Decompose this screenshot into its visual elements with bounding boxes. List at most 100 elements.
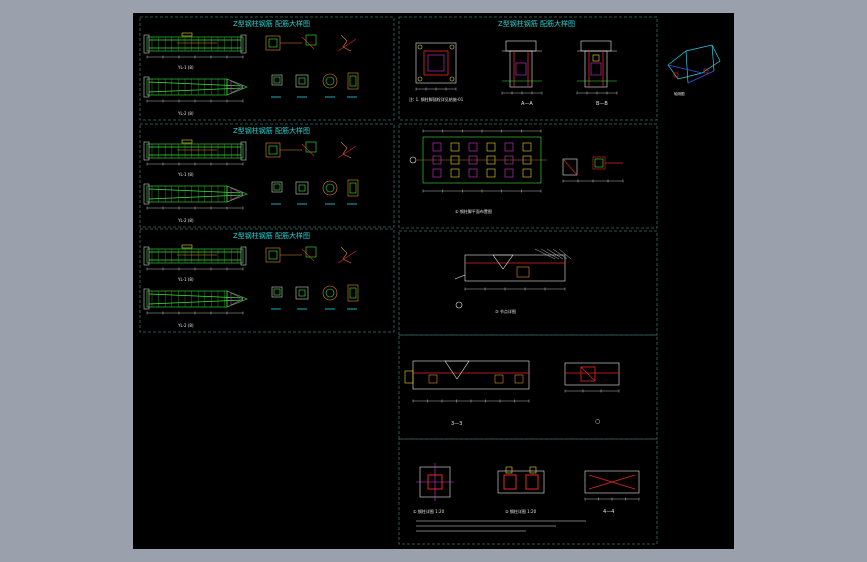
- cad-stroke: [534, 248, 556, 260]
- cad-stroke: [562, 158, 578, 176]
- cad-stroke: [404, 370, 414, 384]
- cad-stroke: [143, 76, 150, 98]
- cad-stroke: [347, 284, 359, 302]
- cad-stroke: [181, 244, 193, 249]
- section-a-label: A—A: [521, 101, 533, 107]
- cad-stroke: [148, 81, 244, 87]
- cad-stroke: [444, 360, 470, 380]
- cad-stroke: [504, 168, 514, 178]
- cad-stroke: [349, 182, 357, 194]
- cad-stroke: [667, 64, 703, 74]
- cad-stroke: [226, 185, 248, 203]
- cad-stroke: [273, 288, 281, 296]
- section-4-note-left: ① 钢柱详图 1:20: [413, 508, 445, 514]
- cad-stroke: [562, 158, 578, 176]
- beam-panel-1: Z型钢柱钢筋 配筋大样图 YL-1 (8) YL-2 (8): [139, 16, 395, 121]
- section-3-circle: ○: [595, 418, 600, 425]
- cad-stroke: [450, 168, 460, 178]
- beam-1-elevation-label: YL-1 (8): [177, 65, 194, 70]
- cad-stroke: [322, 73, 338, 89]
- cad-stroke: [580, 366, 596, 382]
- cad-stroke: [146, 143, 244, 159]
- cad-stroke: [268, 38, 278, 48]
- cad-stroke: [417, 76, 423, 82]
- section-b-label: B—B: [596, 101, 608, 107]
- cad-stroke: [301, 248, 315, 262]
- cad-stroke: [580, 40, 612, 52]
- cad-stroke: [143, 34, 150, 54]
- cad-stroke: [240, 141, 247, 161]
- detail-3-panel: ③ 节点详图: [398, 230, 658, 336]
- cad-stroke: [409, 156, 417, 164]
- cad-stroke: [340, 34, 352, 52]
- cad-stroke: [590, 62, 602, 76]
- cad-stroke: [546, 248, 564, 260]
- cad-stroke: [468, 142, 478, 152]
- cad-stroke: [337, 38, 357, 52]
- cad-stroke: [515, 62, 527, 76]
- cad-stroke: [143, 288, 150, 310]
- cad-stroke: [455, 301, 463, 309]
- cad-stroke: [432, 142, 442, 152]
- cad-stroke: [592, 54, 600, 62]
- cad-stroke: [268, 145, 278, 155]
- cad-stroke: [450, 142, 460, 152]
- cad-stroke: [415, 42, 457, 84]
- cad-stroke: [148, 188, 244, 194]
- cad-stroke: [505, 40, 537, 52]
- cad-stroke: [143, 141, 150, 161]
- cad-stroke: [146, 78, 228, 96]
- beam-4-elevation-label: YL-2 (8): [177, 218, 194, 223]
- beam-panel-2-title: Z型钢柱钢筋 配筋大样图: [233, 126, 310, 135]
- cad-stroke: [509, 50, 533, 88]
- cad-stroke: [271, 181, 283, 193]
- cad-stroke: [337, 250, 357, 264]
- cad-stroke: [146, 36, 244, 52]
- beam-5-elevation-label: YL-1 (8): [177, 277, 194, 282]
- section-4-label: 4—4: [603, 509, 614, 515]
- beam-panel-2: Z型钢柱钢筋 配筋大样图 YL-1 (8) YL-2 (8): [139, 123, 395, 228]
- cad-stroke: [588, 474, 636, 490]
- base-plan-note: ① 钢柱脚平面布置图: [455, 208, 492, 214]
- section-4-note-mid: ② 钢柱详图 1:20: [505, 508, 537, 514]
- beam-panel-3: Z型钢柱钢筋 配筋大样图 YL-1 (8) YL-2 (8): [139, 228, 395, 333]
- cad-stroke: [449, 44, 455, 50]
- cad-stroke: [427, 54, 445, 72]
- cad-stroke: [181, 139, 193, 144]
- cad-stroke: [301, 143, 315, 157]
- cad-stroke: [349, 287, 357, 299]
- cad-stroke: [494, 374, 504, 384]
- cad-stroke: [181, 32, 193, 37]
- cad-stroke: [347, 179, 359, 197]
- cad-stroke: [486, 142, 496, 152]
- cad-stroke: [349, 75, 357, 87]
- cad-stroke: [516, 266, 530, 278]
- cad-stroke: [143, 246, 150, 266]
- cad-stroke: [347, 72, 359, 90]
- cad-stroke: [295, 286, 309, 300]
- cad-stroke: [146, 185, 228, 203]
- cad-stroke: [230, 80, 244, 94]
- beam-panel-1-title: Z型钢柱钢筋 配筋大样图: [233, 19, 310, 28]
- beam-2-elevation-label: YL-2 (8): [177, 111, 194, 116]
- cad-stroke: [143, 183, 150, 205]
- beam-6-elevation-label: YL-2 (8): [177, 323, 194, 328]
- cad-stroke: [514, 374, 524, 384]
- beam-3-elevation-label: YL-1 (8): [177, 172, 194, 177]
- cad-stroke: [503, 474, 517, 490]
- cad-stroke: [468, 168, 478, 178]
- cad-stroke: [703, 68, 709, 74]
- isometric-thumbnail: 轴测图: [667, 44, 721, 96]
- cad-stroke: [522, 168, 532, 178]
- cad-stroke: [295, 181, 309, 195]
- cad-stroke: [325, 288, 335, 298]
- cad-stroke: [529, 466, 537, 474]
- cad-stroke: [325, 76, 335, 86]
- cad-stroke: [305, 141, 317, 153]
- cad-stroke: [146, 248, 244, 264]
- section-4-panel: ① 钢柱详图 1:20 ② 钢柱详图 1:20 4—4: [398, 438, 658, 545]
- cad-stroke: [240, 34, 247, 54]
- cad-stroke: [273, 183, 281, 191]
- cad-stroke: [230, 292, 244, 306]
- cad-stroke: [594, 158, 604, 168]
